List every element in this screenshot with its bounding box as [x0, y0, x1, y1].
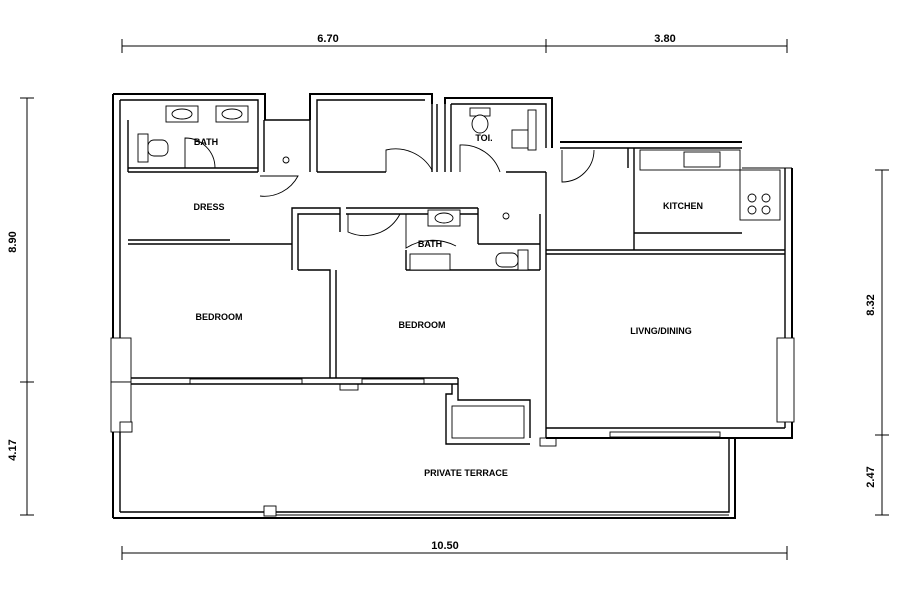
dim-top-right: 3.80 [654, 33, 675, 45]
doors [184, 137, 595, 249]
dim-top-left: 6.70 [317, 33, 338, 45]
room-label-living-dining: LIVNG/DINING [630, 326, 692, 336]
outer-walls [112, 93, 793, 519]
dim-left-lower: 4.17 [7, 439, 19, 460]
fixtures [119, 105, 781, 517]
dim-right-lower: 2.47 [865, 466, 877, 487]
dim-bottom: 10.50 [431, 540, 459, 552]
dim-right-upper: 8.32 [865, 294, 877, 315]
dimension-lines [20, 39, 889, 560]
dim-left-upper: 8.90 [7, 231, 19, 252]
room-label-kitchen: KITCHEN [663, 201, 703, 211]
room-label-private-terrace: PRIVATE TERRACE [424, 468, 508, 478]
room-label-bedroom-master: BEDROOM [196, 312, 243, 322]
room-label-bath-master: BATH [194, 137, 218, 147]
room-label-bedroom-second: BEDROOM [399, 320, 446, 330]
room-label-toilet: TOI. [475, 133, 492, 143]
room-label-bath-second: BATH [418, 239, 442, 249]
room-label-dress: DRESS [193, 202, 224, 212]
